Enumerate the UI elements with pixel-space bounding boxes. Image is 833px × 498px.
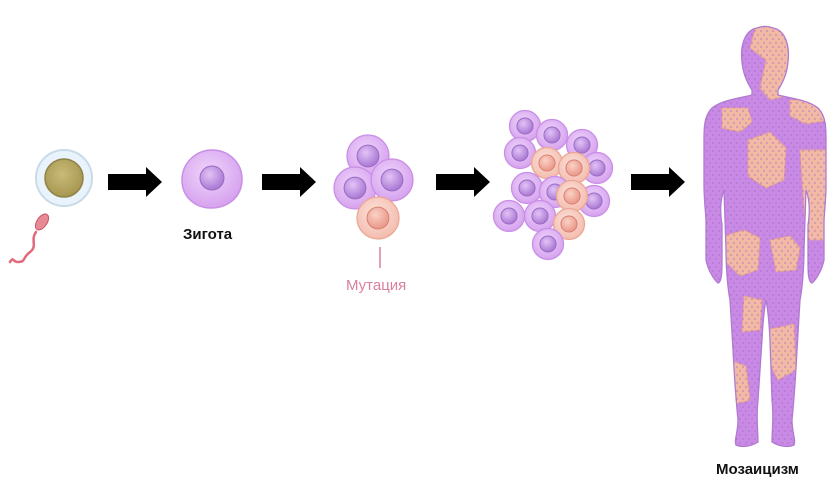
normal-cell (510, 171, 544, 205)
normal-cell (370, 158, 414, 202)
mutant-cell (552, 207, 586, 241)
normal-cell (531, 227, 565, 261)
mutant-cell (530, 146, 564, 180)
zygote-label: Зигота (183, 226, 233, 243)
normal-cell (535, 118, 569, 152)
mutant-cell (557, 151, 591, 185)
normal-cell (503, 136, 537, 170)
zygote-cell (181, 149, 243, 209)
mutation-label: Мутация (346, 277, 407, 294)
arrow-right-icon (436, 167, 490, 197)
human-body-icon (703, 25, 827, 448)
body-outline (703, 25, 827, 448)
normal-cell (508, 109, 542, 143)
mutant-cell (356, 196, 400, 240)
arrow-right-icon (262, 167, 316, 197)
arrow-right-icon (631, 167, 685, 197)
mutant-cell (555, 179, 589, 213)
late-cell-cluster (492, 109, 614, 261)
mosaicism-label: Мозаицизм (716, 461, 799, 478)
normal-cell (492, 199, 526, 233)
early-cell-cluster (333, 134, 414, 240)
egg-cell-icon (35, 149, 93, 207)
sperm-icon (8, 213, 50, 264)
normal-cell (523, 199, 557, 233)
arrow-right-icon (108, 167, 162, 197)
